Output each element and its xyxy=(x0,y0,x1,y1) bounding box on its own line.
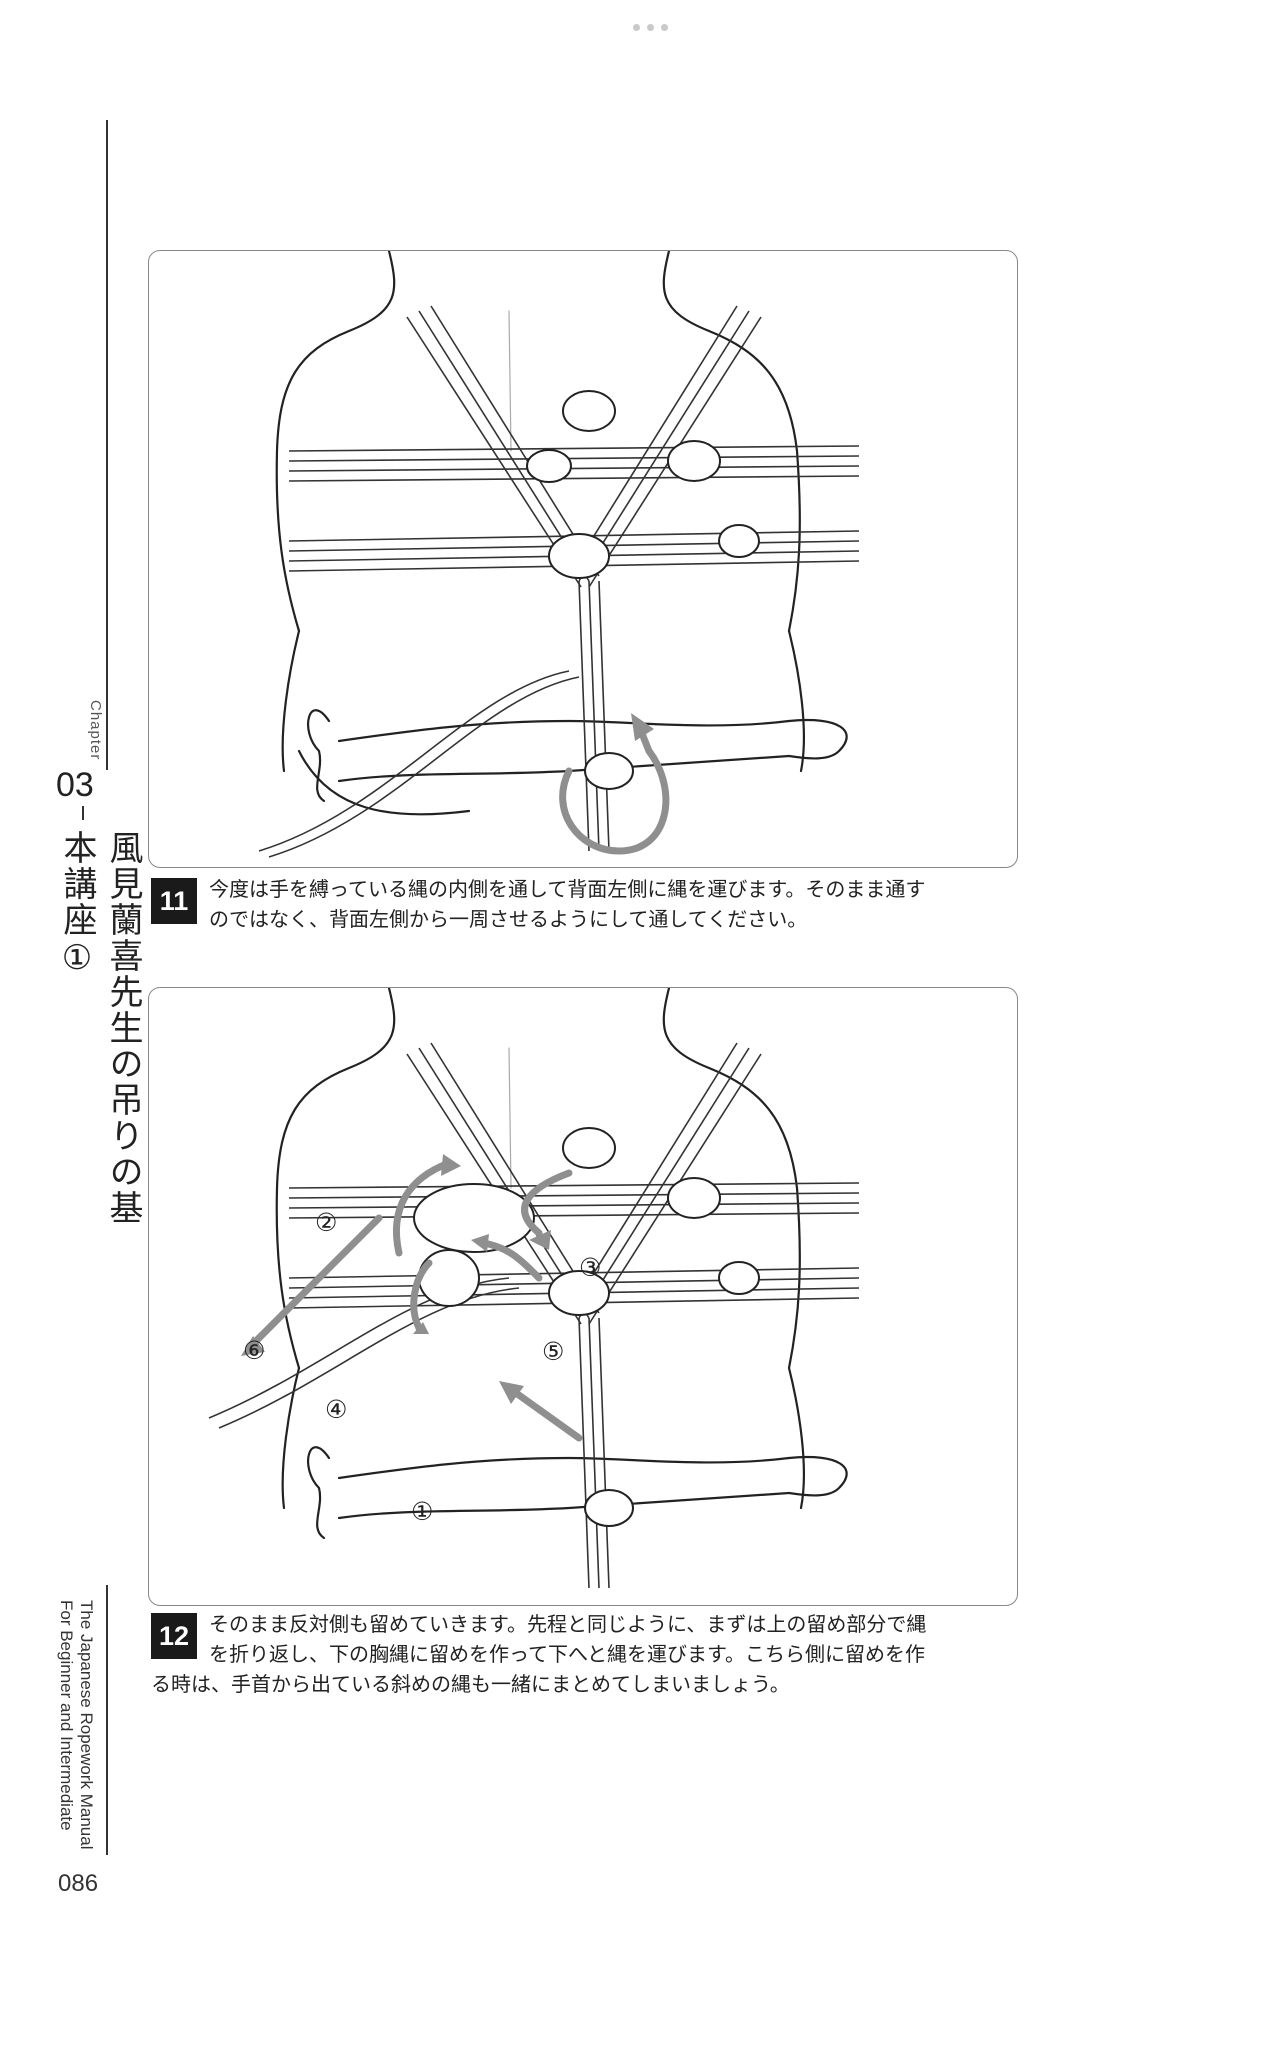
marker-3: ③ xyxy=(579,1253,601,1282)
marker-1: ① xyxy=(411,1497,433,1526)
arrow-head-icon xyxy=(631,713,654,741)
marker-2: ② xyxy=(315,1208,337,1237)
sidebar-rule-top xyxy=(106,120,108,770)
chapter-number: 03 xyxy=(56,766,94,804)
chapter-tick xyxy=(82,806,84,820)
step-11-caption-line1: 今度は手を縛っている縄の内側を通して背面左側に縄を運びます。そのまま通す xyxy=(209,877,926,901)
step-12-caption-line3: る時は、手首から出ている斜めの縄も一緒にまとめてしまいましょう。 xyxy=(151,1672,790,1696)
step-12-caption-line1: そのまま反対側も留めていきます。先程と同じように、まずは上の留め部分で縄 xyxy=(209,1612,927,1636)
rope-illustration-12: ① ② ③ ④ ⑤ ⑥ xyxy=(208,988,860,1589)
book-title-line1: The Japanese Ropework Manual xyxy=(77,1600,96,1850)
three-dots-icon[interactable] xyxy=(633,24,668,31)
series-title: 風見蘭喜先生の吊りの基本講座① xyxy=(57,830,143,1226)
figure-2-markers: ① ② ③ ④ ⑤ ⑥ xyxy=(243,1208,601,1526)
sidebar-rule-bottom xyxy=(106,1585,108,1855)
rope-illustration-11 xyxy=(258,251,860,858)
illustration-step-11 xyxy=(148,250,1018,868)
book-title-line2: For Beginner and Intermediate xyxy=(57,1600,76,1831)
page-number: 086 xyxy=(58,1870,99,1897)
book-title: The Japanese Ropework Manual For Beginne… xyxy=(56,1600,96,1860)
marker-6: ⑥ xyxy=(243,1336,265,1365)
chapter-label: Chapter xyxy=(87,700,104,761)
marker-4: ④ xyxy=(325,1395,347,1424)
step-11-caption-line2: のではなく、背面左側から一周させるようにして通してください。 xyxy=(209,907,808,931)
illustration-step-12: ① ② ③ ④ ⑤ ⑥ xyxy=(148,987,1018,1606)
step-number-badge: 11 xyxy=(151,878,197,924)
step-number-badge: 12 xyxy=(151,1613,197,1659)
step-12-caption-line2: を折り返し、下の胸縄に留めを作って下へと縄を運びます。こちら側に留めを作 xyxy=(209,1642,925,1666)
marker-5: ⑤ xyxy=(542,1337,564,1366)
